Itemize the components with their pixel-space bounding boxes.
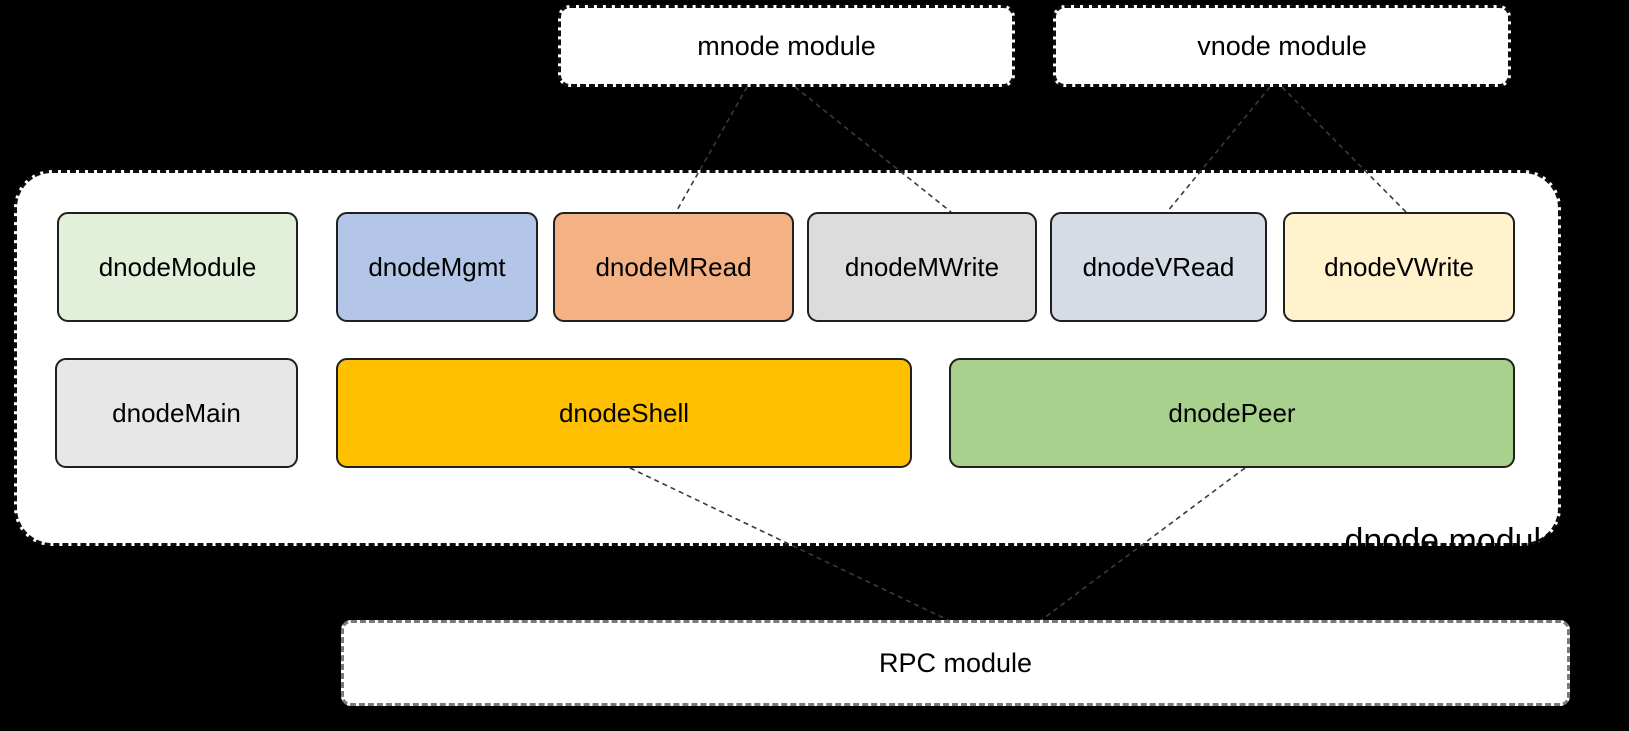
rpc-module-box: RPC module: [341, 620, 1570, 706]
dnodevread-label: dnodeVRead: [1082, 251, 1235, 282]
dnodeshell-box: dnodeShell: [336, 358, 912, 468]
dnodemodule-box: dnodeModule: [57, 212, 298, 322]
dnodeshell-label: dnodeShell: [558, 397, 690, 428]
vnode-module-label: vnode module: [1197, 30, 1367, 61]
dnodepeer-box: dnodePeer: [949, 358, 1515, 468]
dnodemain-label: dnodeMain: [112, 397, 241, 428]
vnode-module-box: vnode module: [1053, 5, 1511, 87]
dnodepeer-label: dnodePeer: [1168, 397, 1296, 428]
rpc-module-label: RPC module: [878, 647, 1033, 678]
dnodemwrite-label: dnodeMWrite: [844, 251, 1000, 282]
dnodemread-label: dnodeMRead: [595, 251, 752, 282]
dnode-module-label: dnode module: [1344, 522, 1560, 560]
dnodevwrite-box: dnodeVWrite: [1283, 212, 1515, 322]
dnodemwrite-box: dnodeMWrite: [807, 212, 1037, 322]
dnodevread-box: dnodeVRead: [1050, 212, 1267, 322]
dnodemgmt-box: dnodeMgmt: [336, 212, 538, 322]
dnodemodule-label: dnodeModule: [98, 251, 257, 282]
dnodemain-box: dnodeMain: [55, 358, 298, 468]
mnode-module-box: mnode module: [558, 5, 1015, 87]
dnodemread-box: dnodeMRead: [553, 212, 794, 322]
dnodevwrite-label: dnodeVWrite: [1324, 251, 1474, 282]
dnodemgmt-label: dnodeMgmt: [368, 251, 506, 282]
mnode-module-label: mnode module: [697, 30, 876, 61]
